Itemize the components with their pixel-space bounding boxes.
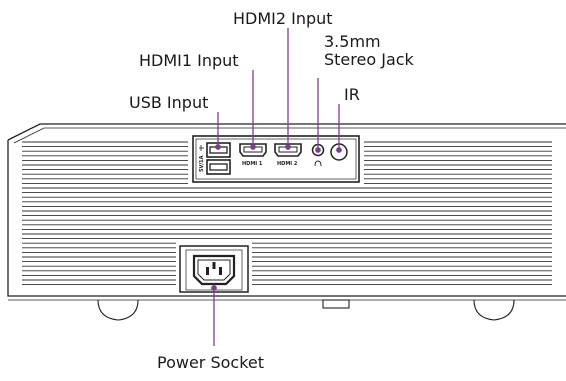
label-jack-line1: 3.5mm [324,32,381,51]
usb-port-mark: 5V/1A [199,155,205,172]
label-usb-input: USB Input [129,93,208,112]
label-jack-line2: Stereo Jack [324,50,415,69]
power-socket [192,254,236,286]
headphone-icon [314,160,322,167]
usb-icon [199,145,204,151]
label-power-socket: Power Socket [157,353,264,372]
label-ir: IR [344,85,360,104]
label-hdmi2-input: HDMI2 Input [233,9,333,28]
projector-feet [97,299,515,321]
leader-lines [211,28,342,346]
hdmi2-port-mark: HDMI 2 [277,161,298,167]
vent-grille [22,141,552,286]
label-hdmi1-input: HDMI1 Input [139,51,239,70]
hdmi1-port-mark: HDMI 1 [242,161,263,167]
projector-body [7,123,566,301]
